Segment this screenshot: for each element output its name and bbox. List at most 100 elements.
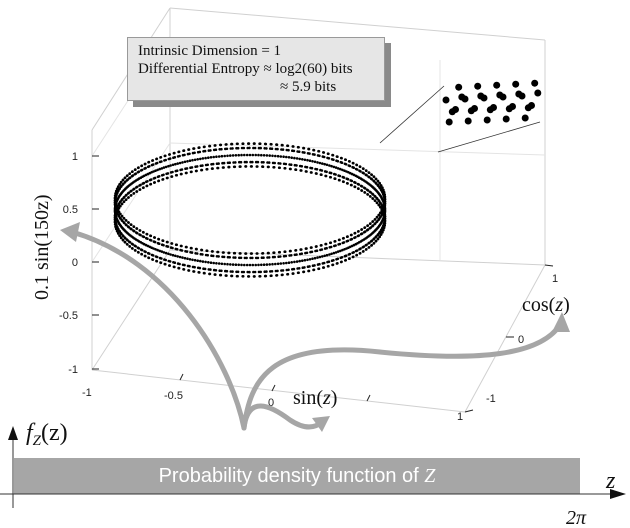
ring-point [230,274,234,278]
ring-point [114,203,118,207]
ring-point [315,249,319,252]
ring-point [169,164,172,167]
ring-point [328,171,332,174]
ring-point [318,262,321,266]
ring-point [217,262,221,265]
ring-point [185,245,188,249]
ring-point [184,171,188,175]
ring-point [382,226,386,229]
ring-point [132,229,136,233]
ring-point [376,179,380,183]
ring-point [311,160,314,163]
ring-point [257,153,260,157]
ring-point [261,165,264,168]
arrow-to-vertical [69,229,247,431]
ring-point [188,159,192,162]
ring-point [322,151,325,154]
ring-point [136,166,140,170]
ring-point [162,251,166,254]
ring-point [356,182,360,186]
ring-point [312,148,315,152]
ring-point [222,255,226,259]
ring-point [192,147,195,150]
ring-point [217,255,220,258]
ring-point [289,254,293,257]
ring-point [120,202,124,206]
ring-point [375,215,379,219]
ring-point [225,274,228,277]
ring-point [331,263,335,267]
ring-point [183,160,187,164]
ring-point [271,161,275,165]
ring-point [130,174,134,178]
ring-point [254,160,258,164]
ring-point [372,179,375,183]
ring-point [332,251,336,255]
ring-point [344,158,347,161]
ring-point [368,190,372,194]
ring-point [116,185,120,188]
ring-point [299,169,303,172]
ring-point [240,146,244,150]
ring-point [366,224,370,227]
ring-point [357,230,360,233]
ring-point [381,186,384,189]
ring-point [324,174,327,178]
ring-point [175,243,178,247]
pdf-x-label: z [605,468,616,494]
ring-point [121,178,125,182]
ring-point [156,248,159,252]
ring-point [234,154,238,157]
ring-point [127,196,130,199]
ring-point [341,175,345,179]
vertical-tick: 1 [72,151,78,163]
ring-point [277,166,281,169]
ring-point [248,270,251,274]
ring-point [353,185,357,188]
ring-point [232,165,236,169]
inset-point [502,115,510,123]
ring-points [113,142,387,278]
ring-point [145,184,148,188]
ring-point [286,272,290,276]
ring-point [165,176,169,180]
ring-point [205,168,208,171]
ring-point [157,179,160,183]
ring-point [187,269,191,272]
ring-point [305,247,308,250]
ring-point [149,234,153,238]
ring-point [292,267,296,271]
ring-point [132,225,136,228]
ring-point [379,205,382,209]
ring-point [171,246,174,250]
ring-point [304,170,308,173]
ring-point [367,246,371,249]
ring-point [258,275,262,278]
ring-point [212,148,216,152]
inset-point [445,118,453,126]
pdf-label: Probability density function of Z [158,465,436,487]
ring-point [341,168,344,172]
ring-point [331,153,334,157]
ring-point [178,255,182,259]
ring-point [296,150,299,153]
ring-point [237,153,240,157]
ring-point [181,153,185,157]
ring-point [161,178,164,181]
ring-point [368,195,372,198]
ring-point [254,153,257,157]
ring-point [318,255,322,259]
ring-point [154,169,157,172]
ring-point [260,161,264,164]
ring-point [374,177,378,181]
ring-point [313,256,317,260]
ring-point [382,228,385,232]
ring-point [168,153,171,156]
entropy-text: Differential Entropy ≈ log2(60) bits [138,61,353,77]
inset-point [499,93,507,101]
cos-tick: 0 [518,334,524,346]
ring-point [125,223,128,227]
inset-point [493,81,501,89]
ring-point [191,158,194,162]
ring-point [360,232,364,235]
